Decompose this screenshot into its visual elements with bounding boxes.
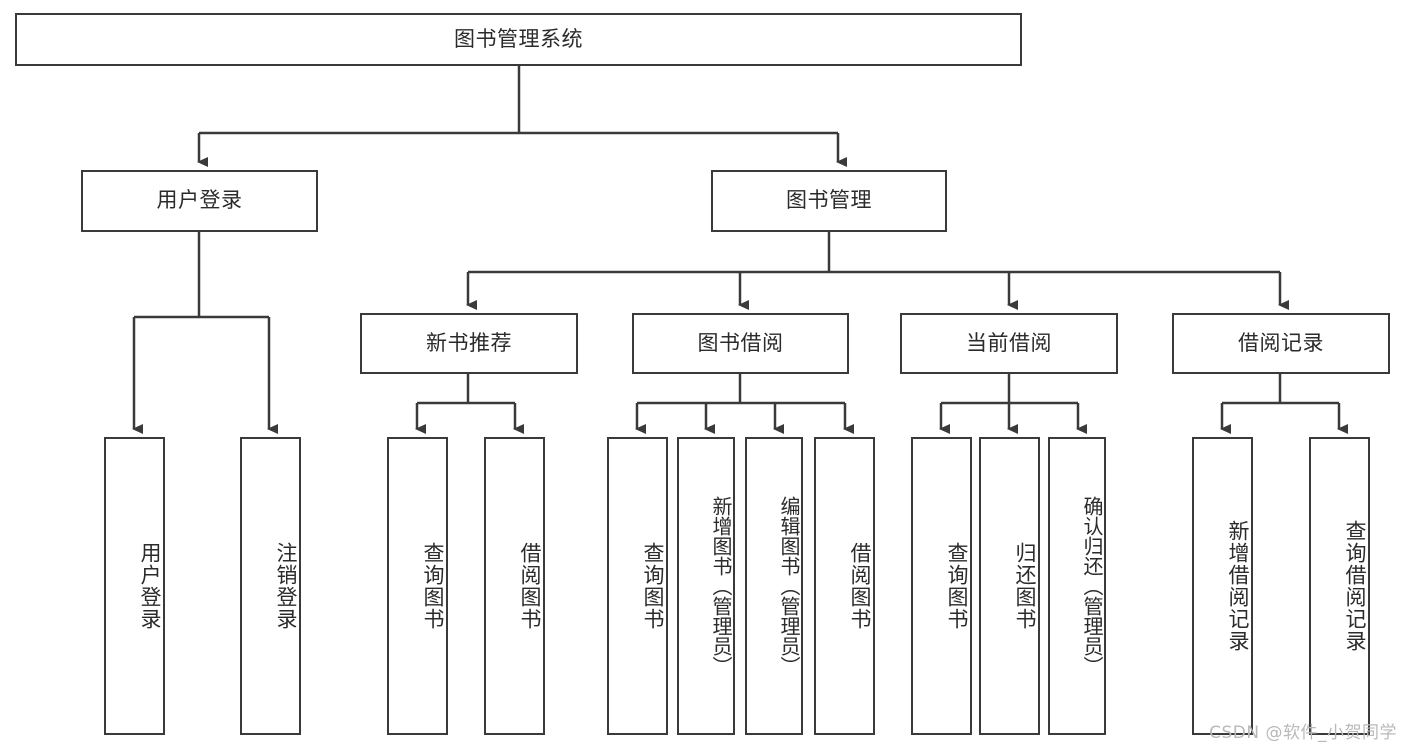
leaf-book-borrow-query[interactable]: 查询图书 bbox=[607, 437, 668, 735]
node-new-book-recommend-label: 新书推荐 bbox=[426, 330, 512, 355]
node-current-borrow-label: 当前借阅 bbox=[966, 330, 1052, 355]
leaf-book-borrow-edit[interactable]: 编辑图书（管理员） bbox=[745, 437, 803, 735]
leaf-user-login-signin[interactable]: 用户登录 bbox=[104, 437, 165, 735]
node-current-borrow[interactable]: 当前借阅 bbox=[900, 313, 1118, 374]
leaf-book-borrow-add[interactable]: 新增图书（管理员） bbox=[677, 437, 735, 735]
leaf-book-borrow-borrow[interactable]: 借阅图书 bbox=[814, 437, 875, 735]
node-root[interactable]: 图书管理系统 bbox=[15, 13, 1022, 66]
node-book-management-label: 图书管理 bbox=[786, 188, 872, 213]
leaf-new-book-borrow[interactable]: 借阅图书 bbox=[484, 437, 545, 735]
leaf-current-borrow-query-label: 查询图书 bbox=[945, 542, 969, 630]
leaf-current-borrow-query[interactable]: 查询图书 bbox=[911, 437, 972, 735]
leaf-book-borrow-query-label: 查询图书 bbox=[641, 542, 665, 630]
leaf-borrow-record-add-label: 新增借阅记录 bbox=[1226, 520, 1250, 652]
leaf-user-login-signin-label: 用户登录 bbox=[138, 542, 162, 630]
node-book-borrow-label: 图书借阅 bbox=[697, 330, 784, 355]
node-book-borrow[interactable]: 图书借阅 bbox=[632, 313, 849, 374]
node-book-management[interactable]: 图书管理 bbox=[711, 170, 947, 232]
node-borrow-record-label: 借阅记录 bbox=[1238, 330, 1324, 355]
leaf-borrow-record-add[interactable]: 新增借阅记录 bbox=[1192, 437, 1253, 735]
node-root-label: 图书管理系统 bbox=[454, 26, 583, 51]
leaf-new-book-query-label: 查询图书 bbox=[421, 542, 445, 630]
leaf-new-book-borrow-label: 借阅图书 bbox=[518, 542, 542, 630]
leaf-new-book-query[interactable]: 查询图书 bbox=[387, 437, 448, 735]
leaf-user-login-signout-label: 注销登录 bbox=[274, 542, 298, 630]
leaf-current-borrow-confirm[interactable]: 确认归还（管理员） bbox=[1048, 437, 1106, 735]
leaf-borrow-record-query-label: 查询借阅记录 bbox=[1343, 520, 1367, 652]
node-user-login[interactable]: 用户登录 bbox=[81, 170, 318, 232]
leaf-book-borrow-borrow-label: 借阅图书 bbox=[848, 542, 872, 630]
leaf-user-login-signout[interactable]: 注销登录 bbox=[240, 437, 301, 735]
node-user-login-label: 用户登录 bbox=[156, 188, 243, 213]
leaf-borrow-record-query[interactable]: 查询借阅记录 bbox=[1309, 437, 1370, 735]
leaf-current-borrow-confirm-label: 确认归还（管理员） bbox=[1080, 496, 1104, 676]
leaf-current-borrow-return[interactable]: 归还图书 bbox=[979, 437, 1040, 735]
node-borrow-record[interactable]: 借阅记录 bbox=[1172, 313, 1390, 374]
leaf-current-borrow-return-label: 归还图书 bbox=[1013, 542, 1037, 630]
leaf-book-borrow-add-label: 新增图书（管理员） bbox=[709, 496, 733, 676]
node-new-book-recommend[interactable]: 新书推荐 bbox=[360, 313, 578, 374]
watermark: CSDN @软件_小贺同学 bbox=[1209, 723, 1397, 743]
leaf-book-borrow-edit-label: 编辑图书（管理员） bbox=[777, 496, 801, 676]
